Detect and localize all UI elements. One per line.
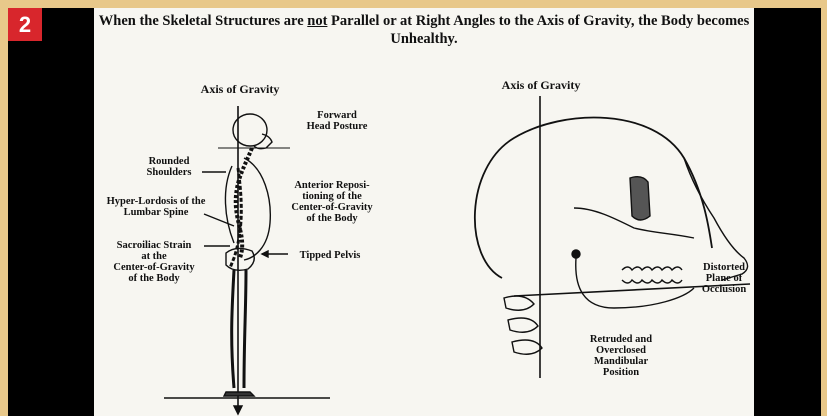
- label-forward-head-posture: Forward Head Posture: [292, 110, 382, 132]
- label-sacroiliac-strain: Sacroiliac Strain at the Center-of-Gravi…: [98, 240, 210, 284]
- label-retruded-mandibular: Retruded and Overclosed Mandibular Posit…: [576, 334, 666, 378]
- label-rounded-shoulders: Rounded Shoulders: [134, 156, 204, 178]
- label-anterior-repositioning: Anterior Reposi- tioning of the Center-o…: [282, 180, 382, 224]
- legs: [232, 270, 246, 388]
- frame-left-border: [0, 0, 8, 416]
- frame-right-border: [821, 0, 827, 416]
- diagram-slide: When the Skeletal Structures are not Par…: [94, 8, 754, 416]
- frame-top-border: [0, 0, 827, 8]
- torso-front: [244, 158, 270, 260]
- condyle: [572, 250, 580, 258]
- right-axis-label: Axis of Gravity: [486, 80, 596, 91]
- eye-orbit: [630, 177, 650, 220]
- label-hyper-lordosis: Hyper-Lordosis of the Lumbar Spine: [94, 196, 218, 218]
- foot: [224, 392, 254, 396]
- slide-number-badge: 2: [8, 8, 42, 41]
- label-tipped-pelvis: Tipped Pelvis: [290, 250, 370, 261]
- cranium: [475, 118, 712, 278]
- cervical-vertebrae: [504, 296, 542, 354]
- label-distorted-plane: Distorted Plane of Occlusion: [694, 262, 754, 295]
- upper-teeth: [622, 267, 682, 270]
- left-axis-label: Axis of Gravity: [190, 84, 290, 95]
- left-axis-arrow: [234, 406, 242, 414]
- torso-back: [225, 166, 234, 243]
- lower-teeth: [622, 280, 682, 283]
